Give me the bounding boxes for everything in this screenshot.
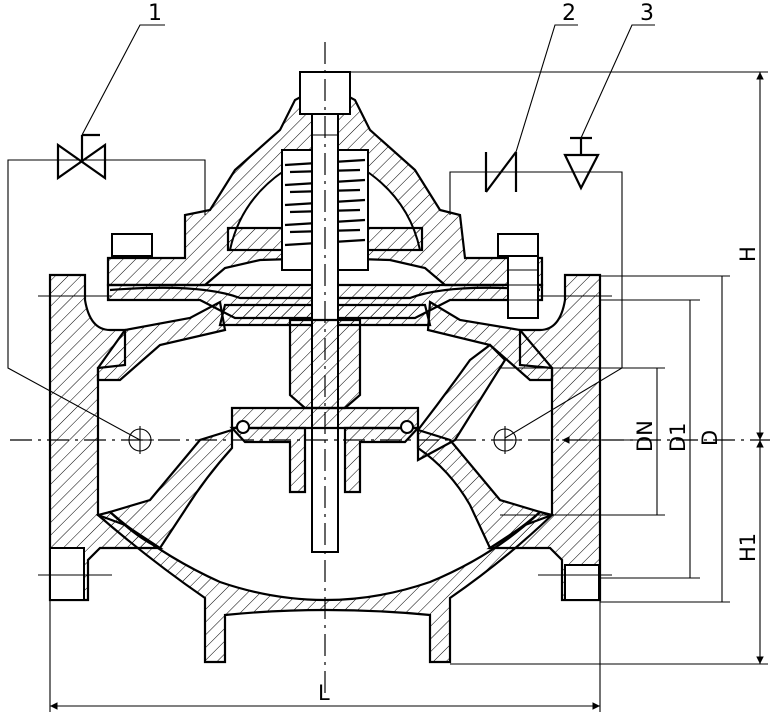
bolts — [38, 233, 612, 601]
dimension-label-h: H — [736, 246, 760, 262]
callout-leaders — [81, 24, 655, 153]
dimension-label-l: L — [318, 681, 330, 705]
callout-1: 1 — [148, 1, 162, 26]
dimension-label-d1: D1 — [666, 422, 690, 452]
needle-valve-symbol — [56, 133, 107, 181]
valve-body — [48, 273, 602, 664]
dimension-lines — [49, 71, 768, 712]
check-valve-symbol — [484, 151, 518, 193]
dimension-label-d: D — [698, 430, 722, 446]
dimension-label-dn: DN — [633, 420, 657, 452]
callout-3: 3 — [640, 1, 654, 26]
callout-2: 2 — [562, 1, 576, 26]
pilot-piping — [7, 159, 623, 454]
dimension-label-h1: H1 — [736, 533, 760, 562]
filter-symbol — [563, 136, 600, 191]
